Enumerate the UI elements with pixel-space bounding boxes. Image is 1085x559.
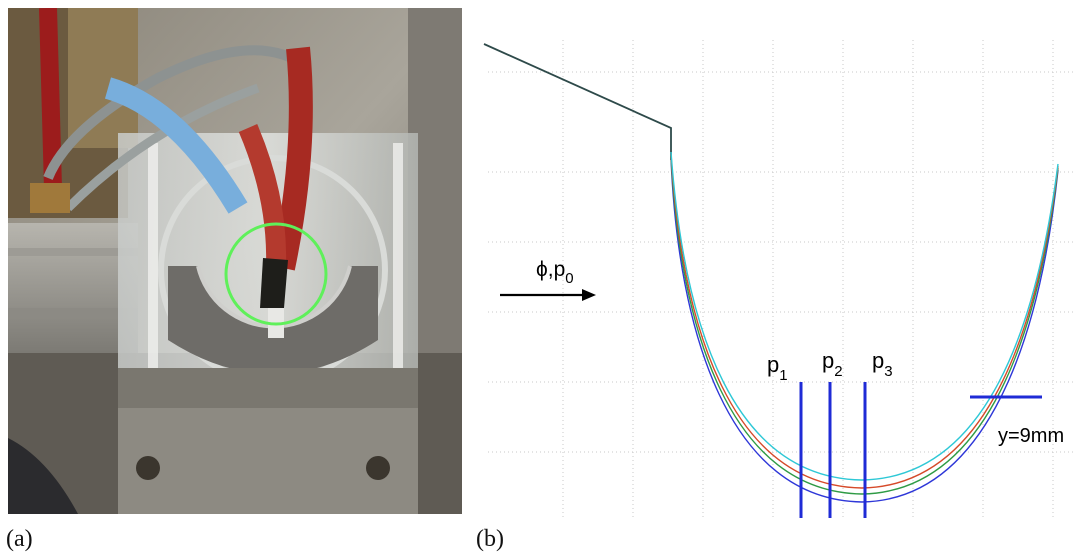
flow-schematic: ϕ,p0 p1 p2 p3 y=9mm <box>483 40 1076 518</box>
profile-curve-1 <box>670 157 1059 503</box>
grid <box>488 40 1076 518</box>
panel-b-caption: (b) <box>476 526 504 552</box>
measurement-label: y=9mm <box>998 425 1064 447</box>
profile-curve-2 <box>670 155 1059 495</box>
probe-label-2: p2 <box>822 348 843 380</box>
probe-label-1: p1 <box>767 352 788 384</box>
inlet-label: ϕ,p0 <box>536 258 574 287</box>
channel-wall <box>483 43 672 160</box>
apparatus-photo <box>8 8 462 514</box>
inlet-arrow <box>500 289 596 301</box>
panel-a-caption: (a) <box>6 526 33 552</box>
profile-curve-3 <box>670 153 1059 489</box>
probe-label-3: p3 <box>872 348 893 380</box>
photo-panel <box>8 8 462 514</box>
schematic-panel: ϕ,p0 p1 p2 p3 y=9mm <box>478 30 1078 520</box>
profile-curve-4 <box>670 151 1059 481</box>
